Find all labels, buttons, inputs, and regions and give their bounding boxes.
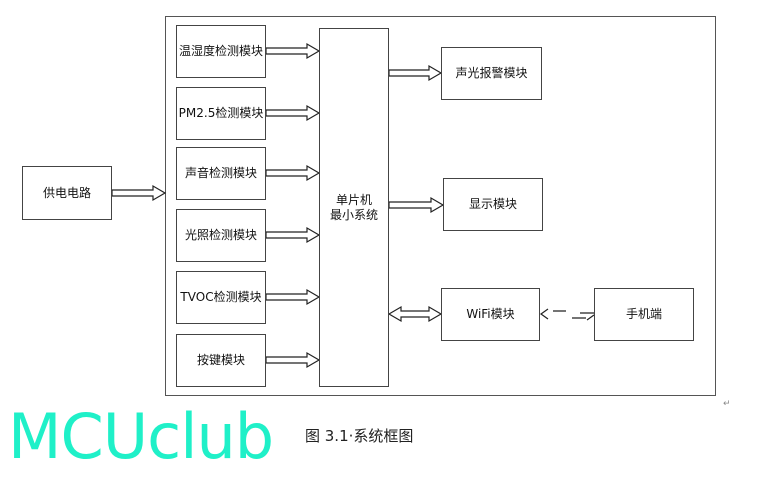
figure-caption: 图 3.1·系统框图 <box>305 427 414 445</box>
pm25-module-box: PM2.5检测模块 <box>176 87 266 140</box>
input-arrow-3 <box>265 226 321 244</box>
wifi-double-arrow <box>387 305 443 323</box>
mcu-label-2: 最小系统 <box>329 207 378 222</box>
temp-humidity-module-box: 温湿度检测模块 <box>176 25 266 78</box>
display-module-box: 显示模块 <box>443 178 543 231</box>
sound-module-box: 声音检测模块 <box>176 147 266 200</box>
mcu-box: 单片机 最小系统 <box>319 28 389 387</box>
power-arrow <box>111 184 167 202</box>
input-arrow-2 <box>265 164 321 182</box>
phone-box: 手机端 <box>594 288 694 341</box>
paragraph-mark: ↵ <box>723 399 731 409</box>
input-arrow-0 <box>265 42 321 60</box>
wifi-module-box: WiFi模块 <box>441 288 540 341</box>
watermark-logo: MCUclub <box>8 400 274 473</box>
light-module-box: 光照检测模块 <box>176 209 266 262</box>
input-arrow-1 <box>265 104 321 122</box>
tvoc-module-box: TVOC检测模块 <box>176 271 266 324</box>
wireless-dashed-link <box>539 308 595 321</box>
display-arrow <box>388 196 445 214</box>
mcu-label-1: 单片机 <box>335 192 372 207</box>
power-supply-box: 供电电路 <box>22 166 112 220</box>
alarm-module-box: 声光报警模块 <box>441 47 542 100</box>
key-module-box: 按键模块 <box>176 334 266 387</box>
alarm-arrow <box>388 64 443 82</box>
system-frame <box>165 16 716 396</box>
input-arrow-4 <box>265 288 321 306</box>
input-arrow-5 <box>265 351 321 369</box>
